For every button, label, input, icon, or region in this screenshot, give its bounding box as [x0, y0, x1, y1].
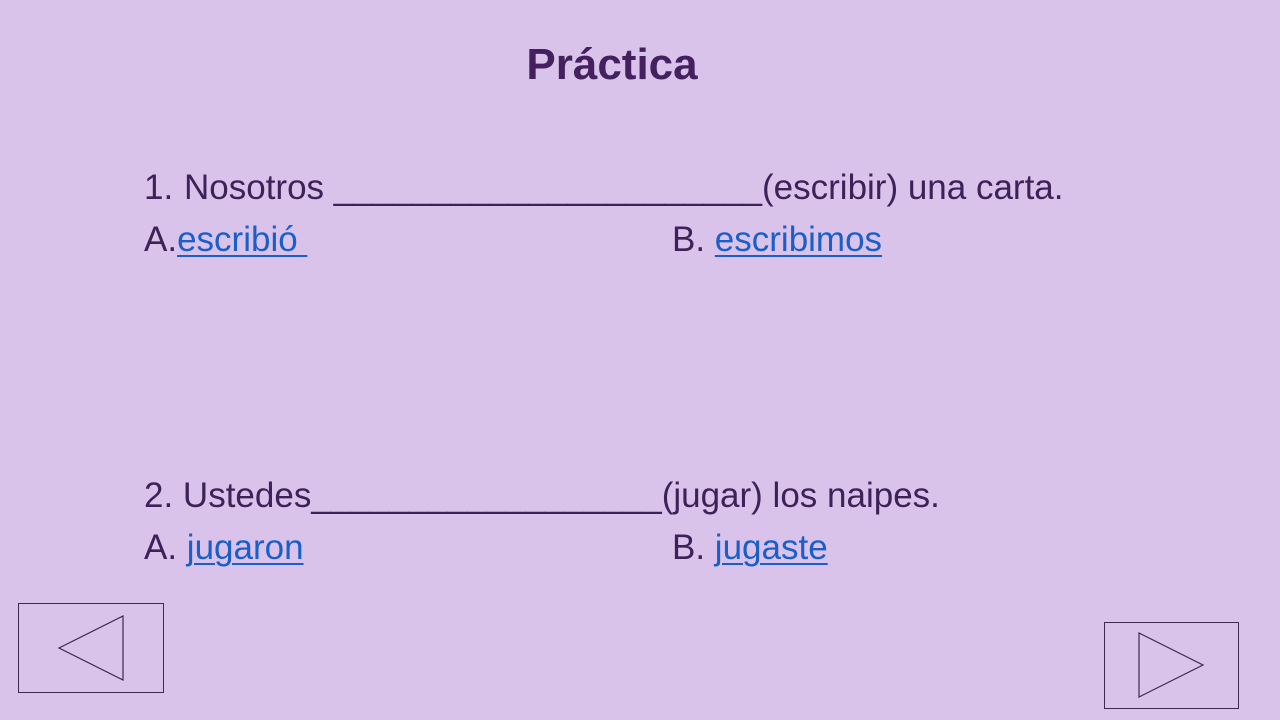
next-slide-button[interactable] [1104, 622, 1239, 709]
question-1-option-b-letter: B. [672, 220, 715, 259]
right-triangle-icon [1138, 632, 1205, 698]
question-2-option-a-link[interactable]: jugaron [186, 528, 304, 567]
question-1-option-a-letter: A. [144, 220, 178, 259]
question-1-option-b: B. escribimos [672, 220, 882, 260]
question-2-options: A. jugaron B. jugaste [144, 528, 828, 568]
question-2-number: 2. [144, 476, 183, 515]
question-2-option-b: B. jugaste [672, 528, 828, 568]
previous-slide-button[interactable] [18, 603, 164, 693]
question-1-prompt: Nosotros ______________________(escribir… [184, 168, 1064, 207]
question-1-number: 1. [144, 168, 174, 207]
question-2-prompt: Ustedes__________________(jugar) los nai… [182, 476, 940, 515]
question-1-option-b-link[interactable]: escribimos [714, 220, 883, 259]
question-1-option-a-link[interactable]: escribió [177, 220, 308, 259]
question-2-option-b-link[interactable]: jugaste [714, 528, 828, 567]
question-1-options: A.escribió B. escribimos [144, 220, 882, 260]
question-2-option-b-letter: B. [672, 528, 715, 567]
left-triangle-icon [57, 615, 124, 681]
slide-title: Práctica [526, 40, 698, 89]
question-1: 1. Nosotros ______________________(escrib… [144, 168, 1064, 208]
question-2-option-a-letter: A. [144, 528, 187, 567]
question-2: 2. Ustedes__________________(jugar) los … [144, 476, 940, 516]
